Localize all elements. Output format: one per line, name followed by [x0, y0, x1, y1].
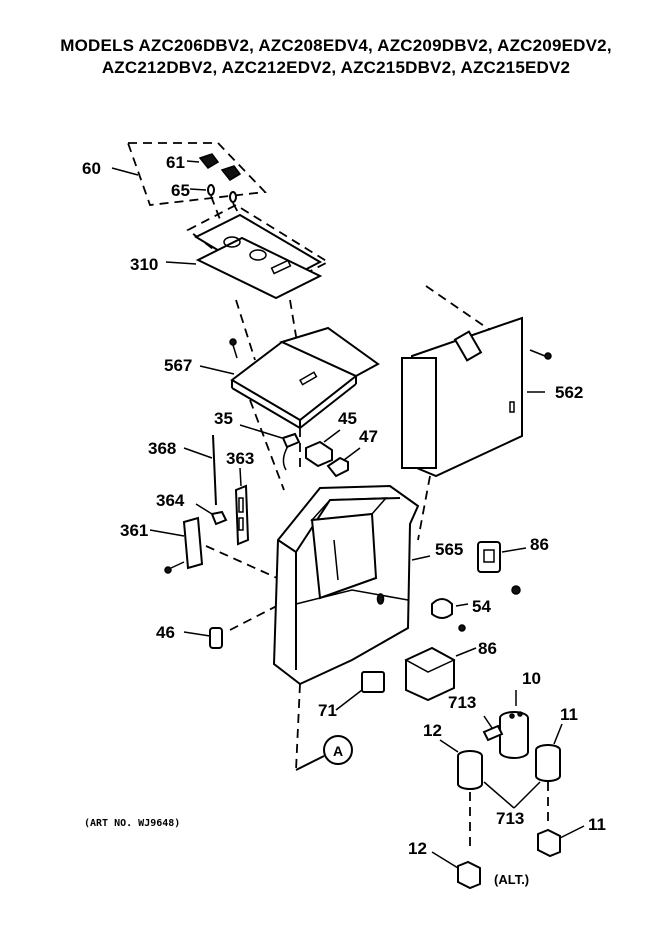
part-10-capacitor — [482, 690, 529, 759]
callout-65: 65 — [171, 181, 190, 200]
callout-10: 10 — [522, 669, 541, 688]
callout-12-alt: 12 — [408, 839, 427, 858]
part-364-clip — [195, 503, 228, 526]
callout-35: 35 — [214, 409, 233, 428]
part-12-capacitor — [439, 739, 483, 848]
part-86-relay-lower — [404, 646, 477, 702]
part-54-strap — [431, 598, 469, 632]
part-61-knobs — [186, 153, 242, 181]
part-45-block — [305, 429, 341, 468]
callout-46: 46 — [156, 623, 175, 642]
part-71-connector — [335, 671, 385, 711]
callout-86-lower: 86 — [478, 639, 497, 658]
part-86-relay-upper — [477, 541, 527, 595]
part-567-mounting-plate — [199, 299, 380, 491]
part-11-capacitor — [535, 723, 563, 826]
callout-45: 45 — [338, 409, 357, 428]
callout-60: 60 — [82, 159, 101, 178]
callout-361: 361 — [120, 521, 149, 540]
callout-567: 567 — [164, 356, 193, 375]
callout-47: 47 — [359, 427, 378, 446]
callout-71: 71 — [318, 701, 337, 720]
callout-a: A — [333, 743, 344, 759]
part-65-clips — [189, 184, 259, 251]
callout-61: 61 — [166, 153, 185, 172]
callout-713-upper: 713 — [448, 693, 477, 712]
diagram-title-line-1: MODELS AZC206DBV2, AZC208EDV4, AZC209DBV… — [60, 36, 612, 55]
alt-label: (ALT.) — [494, 872, 530, 887]
art-number: (ART NO. WJ9648) — [84, 818, 181, 829]
part-363-bracket — [234, 467, 250, 546]
callout-11-upper: 11 — [560, 705, 578, 724]
callout-11-alt: 11 — [588, 815, 606, 834]
callout-364: 364 — [156, 491, 185, 510]
callout-713-lower: 713 — [496, 809, 525, 828]
part-12-alt-capacitor — [431, 851, 481, 890]
callout-310: 310 — [130, 255, 159, 274]
part-47-clip — [326, 447, 361, 478]
callout-562: 562 — [555, 383, 584, 402]
callout-54: 54 — [472, 597, 491, 616]
part-368-rod — [183, 434, 217, 506]
callout-86-upper: 86 — [530, 535, 549, 554]
part-565-control-box — [272, 484, 431, 771]
callout-12-upper: 12 — [423, 721, 442, 740]
callout-363: 363 — [226, 449, 255, 468]
part-11-alt-capacitor — [537, 825, 585, 858]
part-310-control-panel — [165, 203, 330, 300]
callout-565: 565 — [435, 540, 464, 559]
diagram-title-line-2: AZC212DBV2, AZC212EDV2, AZC215DBV2, AZC2… — [101, 58, 571, 77]
reference-a-circle — [295, 735, 353, 771]
part-562-cover — [401, 285, 552, 541]
callout-368: 368 — [148, 439, 177, 458]
part-361-bracket — [149, 516, 287, 583]
part-60-outline — [126, 142, 267, 206]
part-35-switch — [239, 424, 301, 471]
